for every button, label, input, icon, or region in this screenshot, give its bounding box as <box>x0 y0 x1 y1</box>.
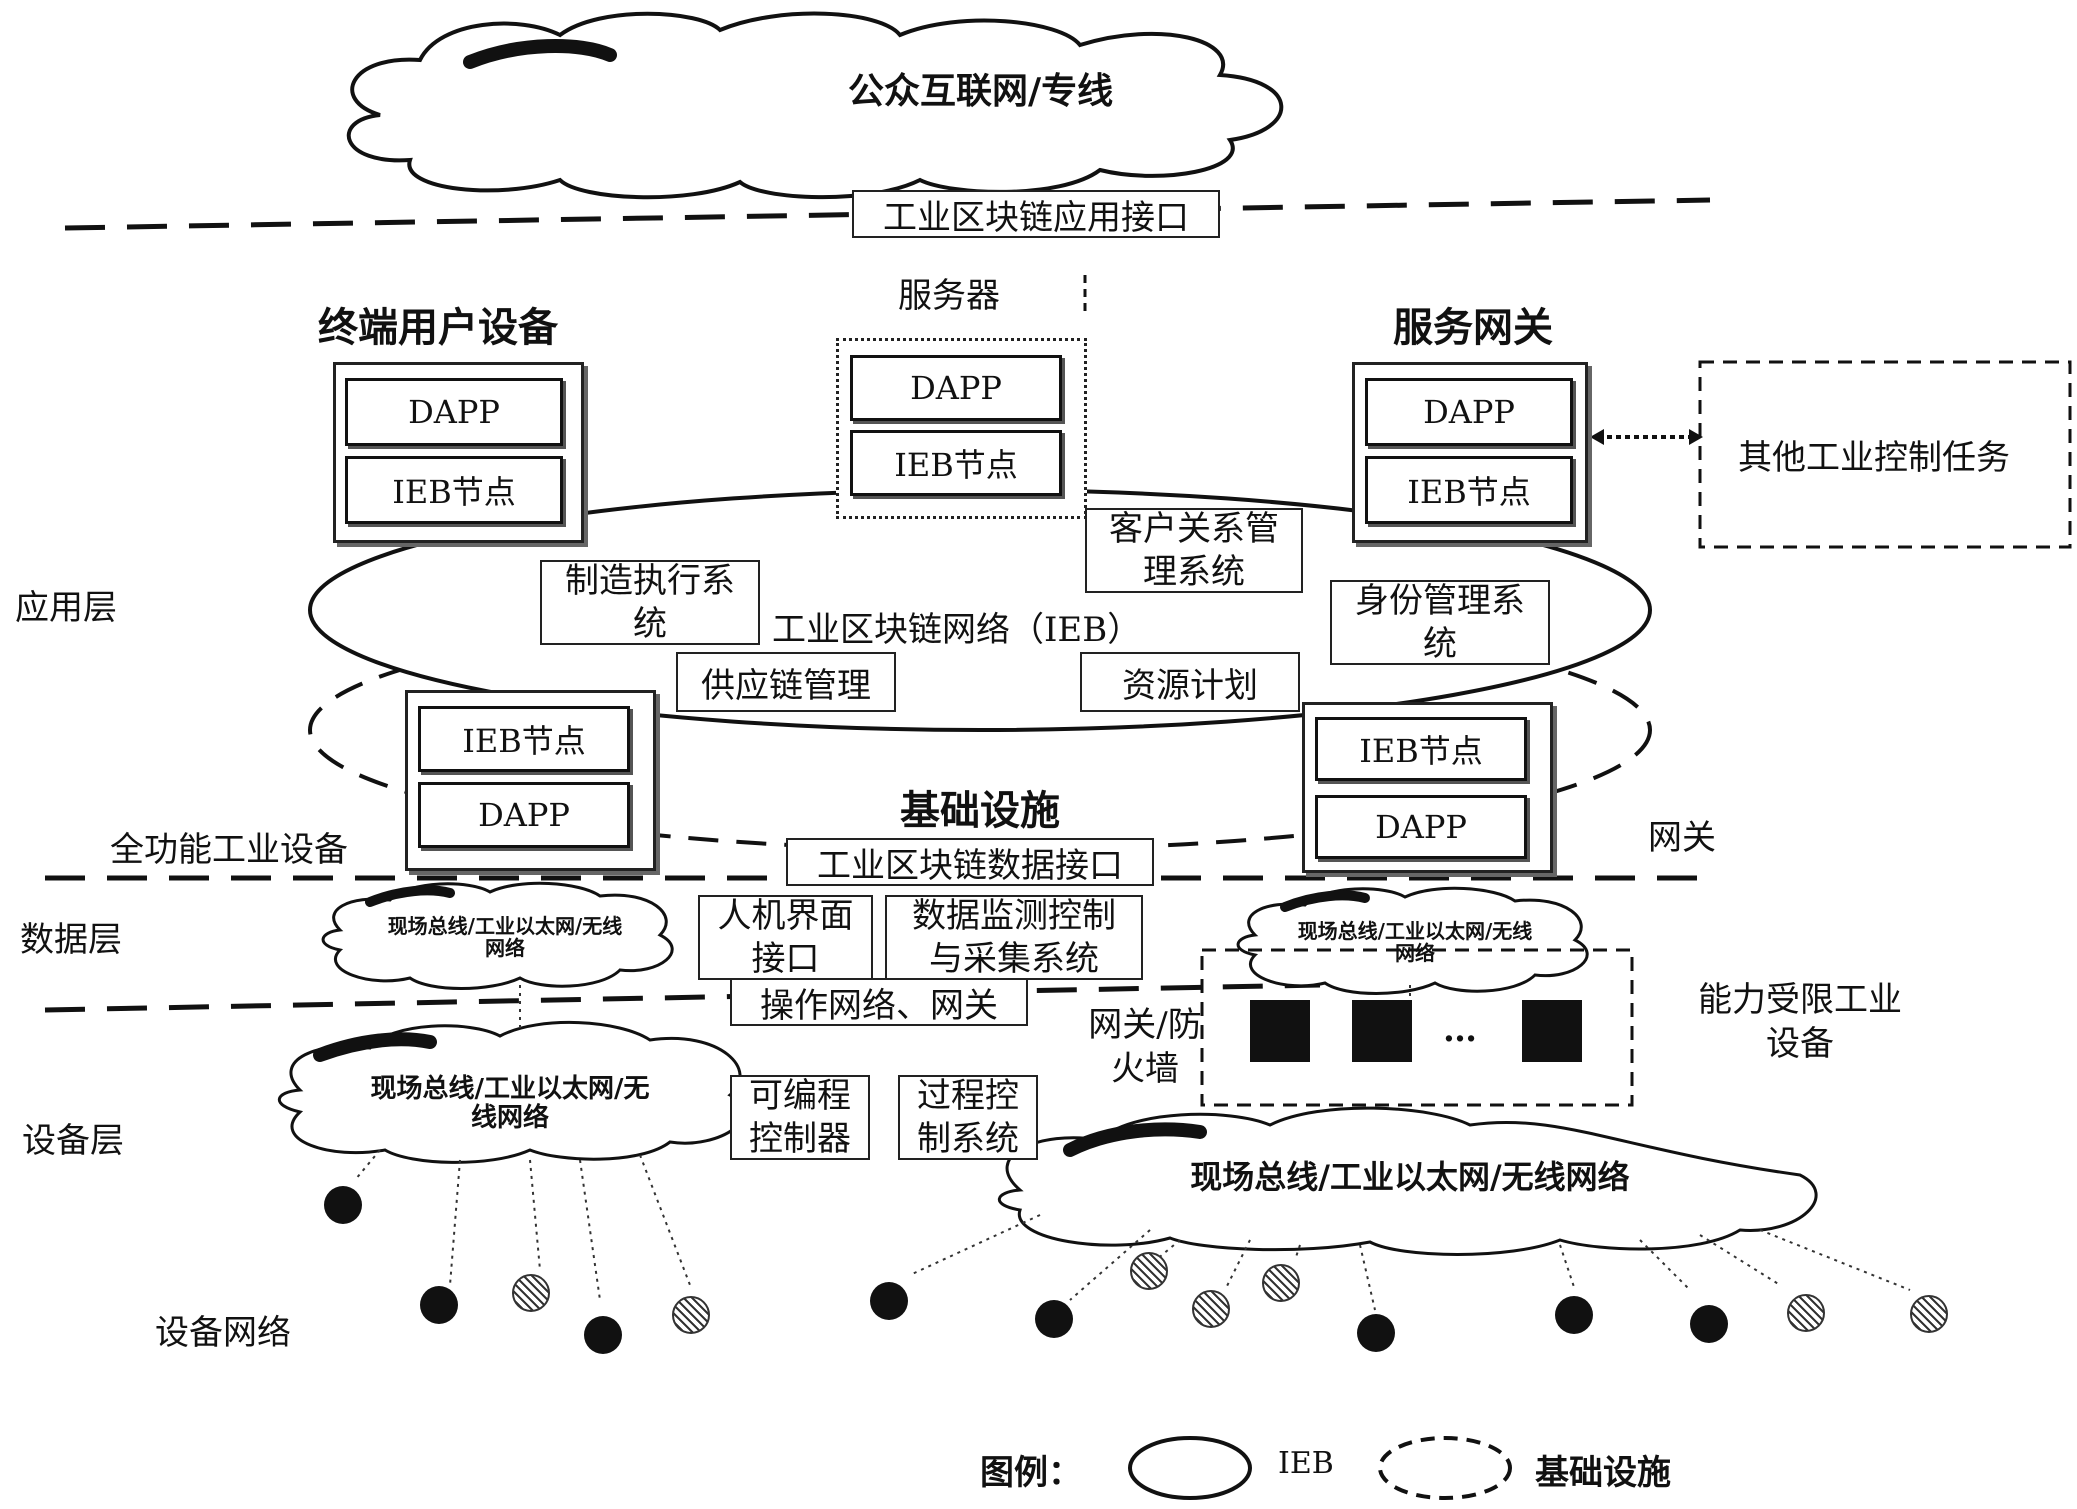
layer-device: 设备层 <box>22 1121 124 1161</box>
layer-device-network: 设备网络 <box>155 1313 291 1353</box>
server-dapp: DAPP <box>850 355 1062 421</box>
fieldbus-left-label: 现场总线/工业以太网/无线网络 <box>387 914 623 960</box>
layer-application: 应用层 <box>15 588 117 628</box>
internet-cloud <box>346 11 1284 200</box>
device-node <box>1192 1290 1230 1328</box>
other-tasks-label: 其他工业控制任务 <box>1738 438 2010 478</box>
infrastructure-label: 基础设施 <box>900 788 1060 834</box>
fieldbus-cloud-right <box>1236 886 1589 995</box>
server-ieb-node: IEB节点 <box>850 430 1062 496</box>
full-device-ieb-node: IEB节点 <box>418 706 630 772</box>
supply-chain-box: 供应链管理 <box>676 652 896 712</box>
limited-device-ellipsis: … <box>1443 1010 1477 1050</box>
limited-device-3 <box>1522 1000 1582 1062</box>
device-node <box>1787 1294 1825 1332</box>
terminal-device-title: 终端用户设备 <box>318 305 558 351</box>
legend-ieb: IEB <box>1278 1446 1334 1481</box>
fieldbus-right-label: 现场总线/工业以太网/无线网络 <box>1297 919 1533 965</box>
separator-data-device <box>44 982 1321 1013</box>
limited-device-1 <box>1250 1000 1310 1062</box>
legend-ieb-ellipse <box>1128 1436 1252 1500</box>
device-node <box>324 1186 362 1224</box>
scada-box: 数据监测控制与采集系统 <box>885 895 1143 980</box>
device-node <box>1357 1314 1395 1352</box>
internet-cloud-shadow <box>463 38 617 69</box>
fieldbus-cloud-left <box>321 881 674 990</box>
full-device-dapp: DAPP <box>418 782 630 848</box>
legend-title: 图例： <box>980 1453 1082 1493</box>
device-node <box>1262 1264 1300 1302</box>
gateway-dapp: DAPP <box>1365 378 1573 446</box>
hmi-box: 人机界面接口 <box>698 895 873 980</box>
gateway-title: 网关 <box>1648 818 1716 858</box>
device-node <box>1690 1305 1728 1343</box>
gateway-firewall-label: 网关/防火墙 <box>1088 1005 1202 1090</box>
resource-plan-box: 资源计划 <box>1080 652 1300 712</box>
mes-box: 制造执行系统 <box>540 560 760 645</box>
plc-box: 可编程控制器 <box>730 1075 870 1160</box>
device-node <box>672 1296 710 1334</box>
fieldbus-cloud-device-right <box>997 1106 1818 1256</box>
device-node <box>870 1282 908 1320</box>
terminal-dapp: DAPP <box>345 378 563 446</box>
device-node <box>584 1316 622 1354</box>
legend-infra: 基础设施 <box>1535 1453 1671 1493</box>
device-node <box>1555 1296 1593 1334</box>
data-interface-box: 工业区块链数据接口 <box>786 838 1154 886</box>
arrow-head-left <box>1590 429 1604 445</box>
service-gateway-title: 服务网关 <box>1393 305 1553 351</box>
terminal-ieb-node: IEB节点 <box>345 456 563 524</box>
arrow-head-right <box>1689 429 1703 445</box>
gw-dapp: DAPP <box>1315 795 1527 859</box>
other-tasks-box <box>1698 360 2072 549</box>
limited-device-2 <box>1352 1000 1412 1062</box>
internet-cloud-label: 公众互联网/专线 <box>848 71 1114 112</box>
gw-ieb-node: IEB节点 <box>1315 717 1527 781</box>
server-title: 服务器 <box>898 276 1000 316</box>
op-network-box: 操作网络、网关 <box>730 978 1028 1026</box>
identity-box: 身份管理系统 <box>1330 580 1550 665</box>
app-interface-box: 工业区块链应用接口 <box>852 190 1220 238</box>
limited-devices-label: 能力受限工业设备 <box>1698 980 1902 1065</box>
ieb-network-label: 工业区块链网络（IEB） <box>772 610 1142 650</box>
full-device-title: 全功能工业设备 <box>110 830 348 870</box>
crm-box: 客户关系管理系统 <box>1085 508 1303 593</box>
limited-devices-group <box>1200 948 1634 1107</box>
layer-data: 数据层 <box>20 920 122 960</box>
process-control-box: 过程控制系统 <box>898 1075 1038 1160</box>
device-node <box>1130 1252 1168 1290</box>
gateway-ieb-node: IEB节点 <box>1365 456 1573 524</box>
device-node <box>512 1274 550 1312</box>
fieldbus-device-right-label: 现场总线/工业以太网/无线网络 <box>1190 1158 1630 1196</box>
legend-infra-ellipse <box>1378 1436 1512 1500</box>
device-node <box>420 1286 458 1324</box>
fieldbus-device-left-label: 现场总线/工业以太网/无线网络 <box>370 1074 650 1133</box>
device-node <box>1035 1300 1073 1338</box>
device-node <box>1910 1295 1948 1333</box>
